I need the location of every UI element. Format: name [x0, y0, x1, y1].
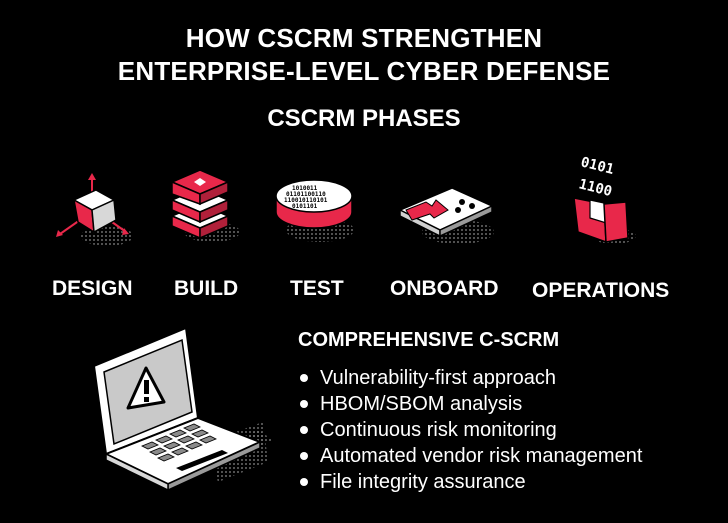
svg-text:110010110101: 110010110101 — [284, 197, 328, 204]
binary-disc-icon: 1010011 01101100110 110010110101 0101101 — [275, 179, 354, 242]
phase-label-onboard: ONBOARD — [390, 277, 499, 300]
list-item: File integrity assurance — [298, 469, 642, 495]
bullet-icon — [300, 374, 308, 382]
title-line-2: ENTERPRISE-LEVEL CYBER DEFENSE — [117, 56, 611, 86]
bullet-icon — [300, 400, 308, 408]
svg-text:0101: 0101 — [579, 154, 616, 178]
list-item: Automated vendor risk management — [298, 443, 642, 469]
svg-text:01101100110: 01101100110 — [286, 191, 326, 198]
binary-folder-icon: 0101 1100 — [573, 154, 636, 244]
phases-heading: CSCRM PHASES — [267, 105, 461, 132]
list-item: Continuous risk monitoring — [298, 417, 642, 443]
comprehensive-list: Vulnerability-first approach HBOM/SBOM a… — [298, 365, 642, 495]
title-line-1: HOW CSCRM STRENGTHEN — [185, 23, 543, 53]
phase-label-design: DESIGN — [52, 277, 133, 300]
cube-icon — [56, 173, 133, 246]
bullet-icon — [300, 478, 308, 486]
svg-text:1010011: 1010011 — [292, 185, 318, 192]
phase-label-operations: OPERATIONS — [532, 279, 670, 302]
svg-text:0101101: 0101101 — [292, 203, 318, 210]
laptop-warning-icon — [92, 326, 273, 492]
comprehensive-title: COMPREHENSIVE C-SCRM — [298, 329, 560, 351]
list-item: Vulnerability-first approach — [298, 365, 642, 391]
svg-text:1100: 1100 — [577, 176, 614, 200]
list-item: HBOM/SBOM analysis — [298, 391, 642, 417]
bullet-icon — [300, 452, 308, 460]
warning-icon — [126, 366, 166, 410]
phase-label-build: BUILD — [174, 277, 239, 300]
stack-icon — [170, 169, 240, 242]
bullet-icon — [300, 426, 308, 434]
arrow-panel-icon — [398, 187, 494, 244]
page-title: HOW CSCRM STRENGTHEN ENTERPRISE-LEVEL CY… — [0, 22, 728, 88]
phase-label-test: TEST — [290, 277, 344, 300]
